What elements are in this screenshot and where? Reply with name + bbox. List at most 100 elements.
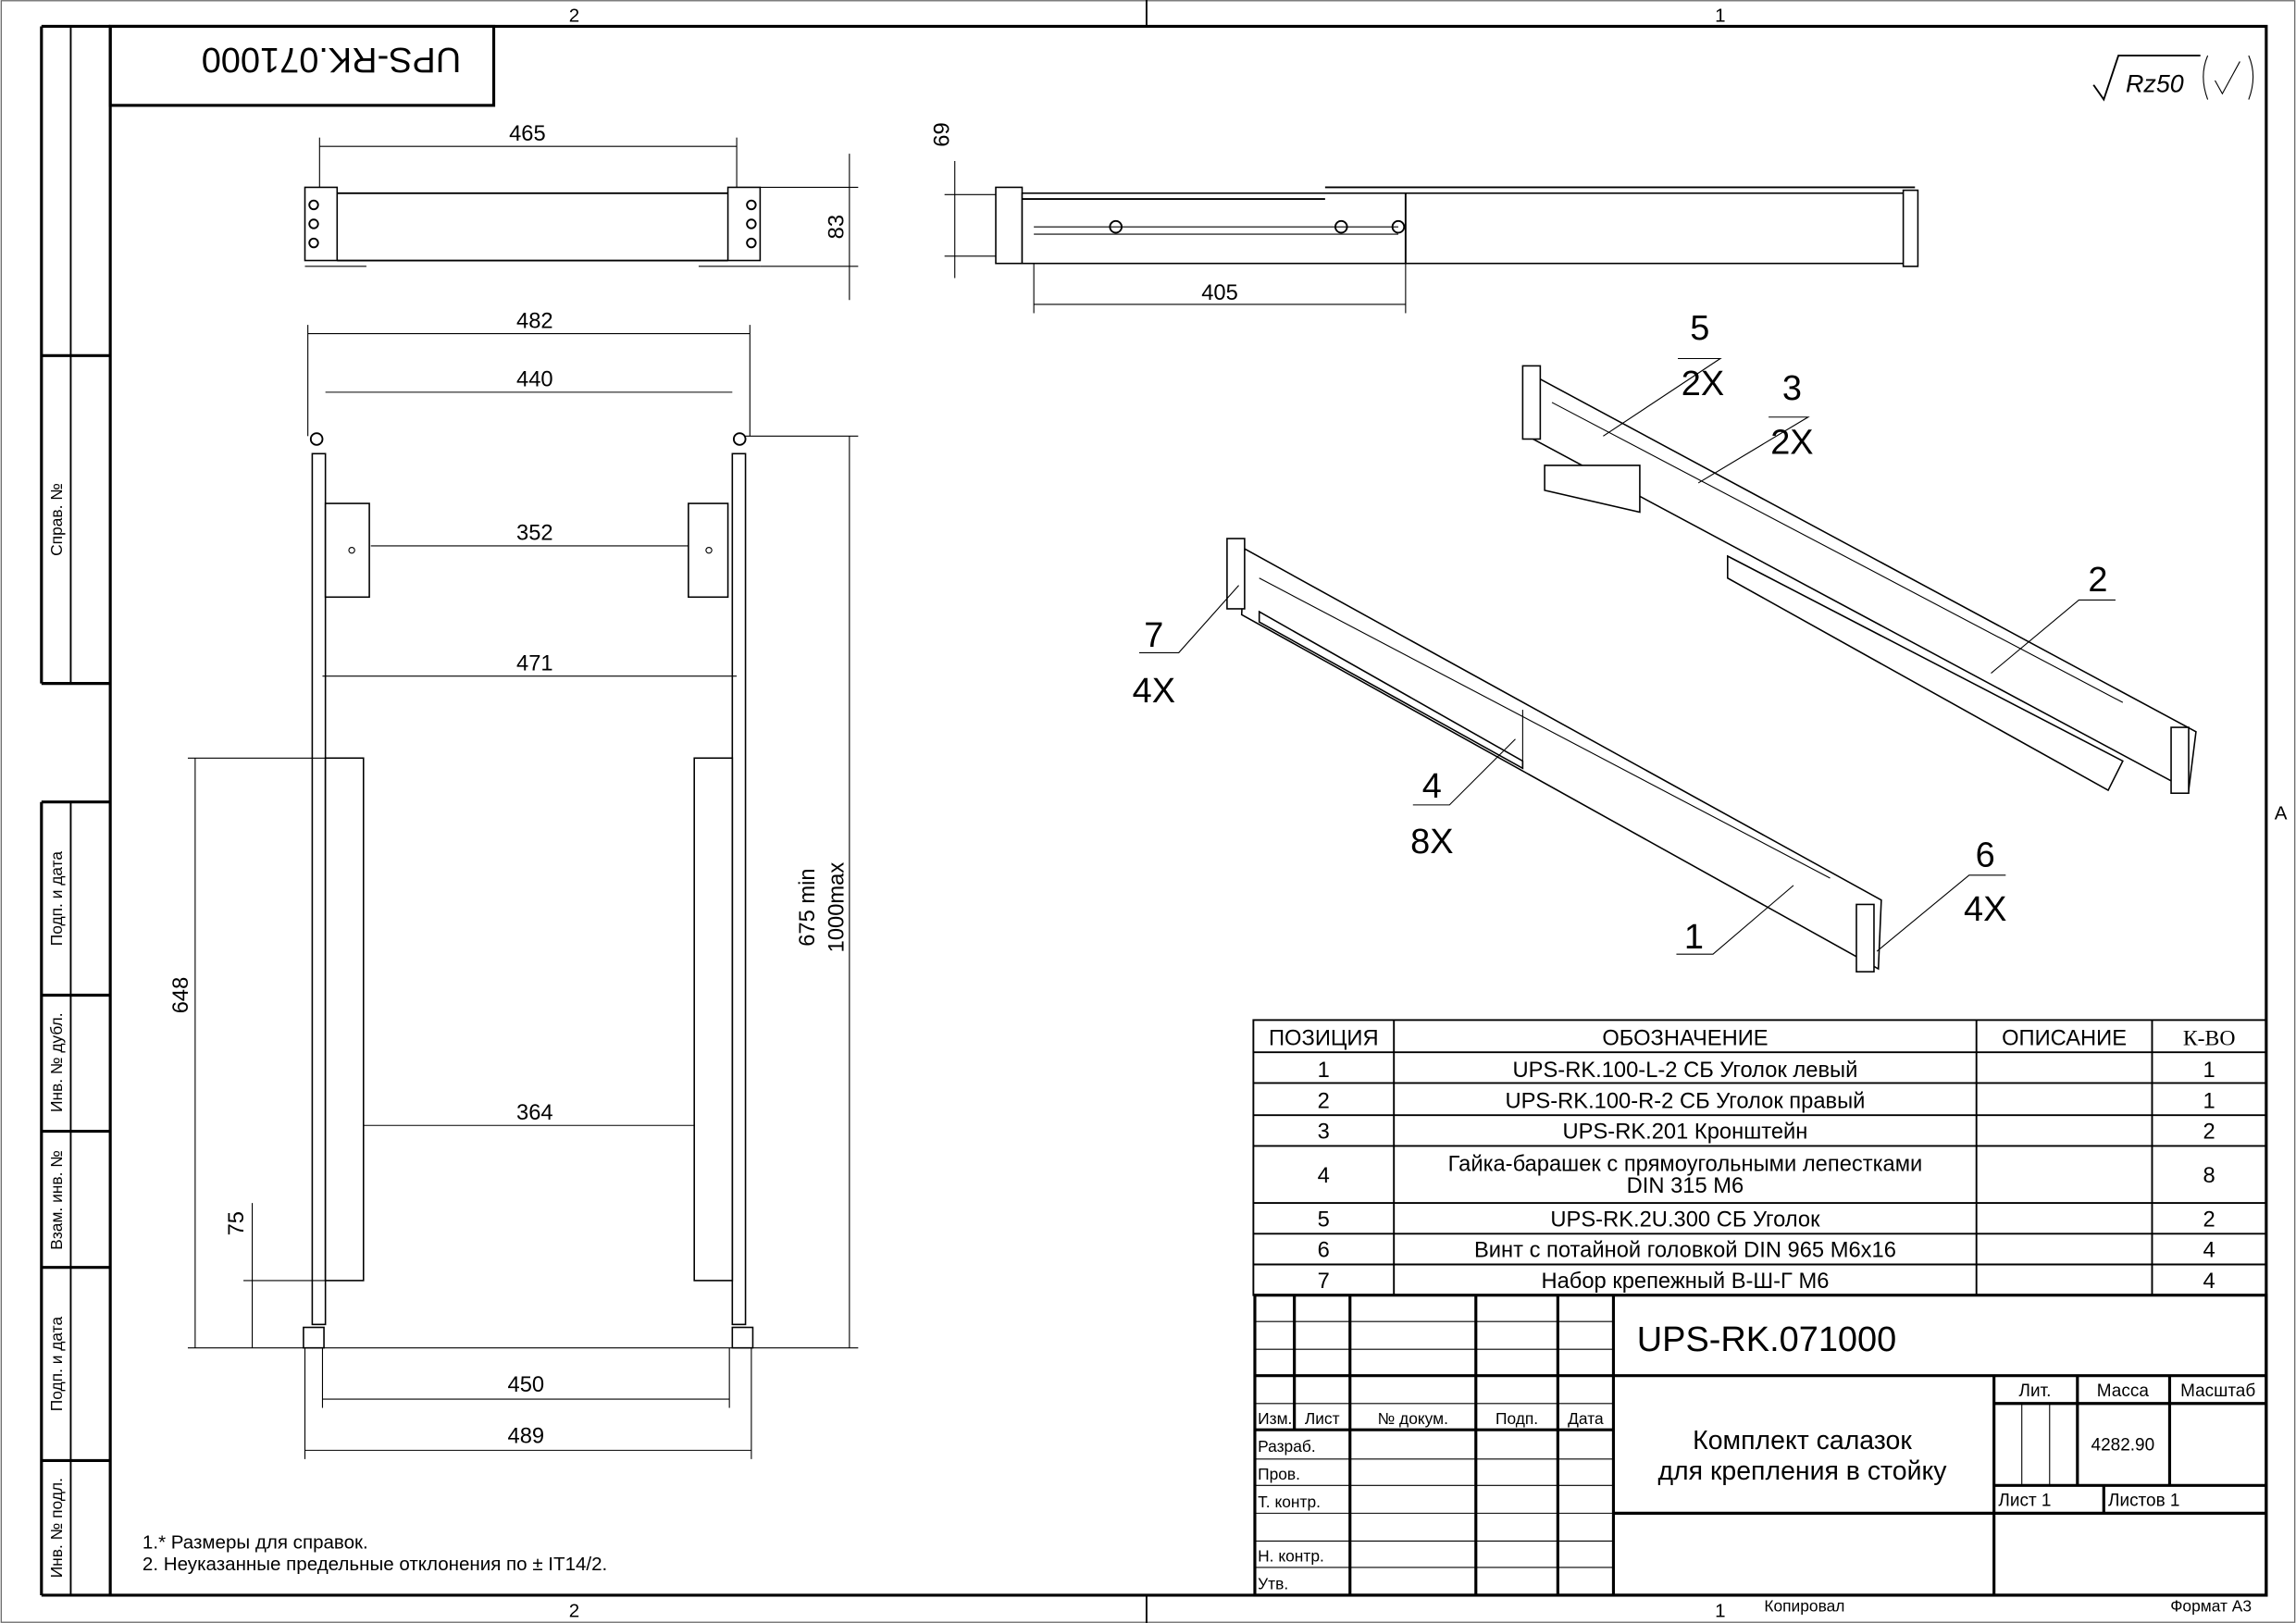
- svg-text:1: 1: [1318, 1059, 1330, 1083]
- svg-text:Изм.: Изм.: [1258, 1409, 1292, 1428]
- svg-text:4: 4: [1422, 767, 1442, 806]
- svg-text:75: 75: [225, 1211, 249, 1235]
- svg-text:UPS-RK.2U.300 СБ Уголок: UPS-RK.2U.300 СБ Уголок: [1550, 1208, 1820, 1232]
- svg-text:2X: 2X: [1682, 365, 1724, 403]
- svg-text:Н. контр.: Н. контр.: [1258, 1547, 1324, 1566]
- svg-text:2X: 2X: [1770, 423, 1813, 462]
- table-row: 3 UPS-RK.201 Кронштейн 2: [1318, 1120, 2215, 1144]
- svg-text:1000max: 1000max: [825, 862, 850, 953]
- zone-bottom-1: 1: [1715, 1601, 1725, 1622]
- svg-text:2: 2: [2203, 1208, 2215, 1232]
- svg-text:Дата: Дата: [1568, 1409, 1604, 1428]
- svg-text:6: 6: [1976, 836, 1995, 874]
- copied-label: Копировал: [1764, 1596, 1844, 1615]
- svg-text:Лит.: Лит.: [2018, 1381, 2051, 1401]
- roughness-symbol: Rz50: [2092, 55, 2254, 102]
- svg-text:352: 352: [516, 522, 553, 546]
- svg-text:3: 3: [1318, 1120, 1330, 1144]
- svg-text:6: 6: [1318, 1239, 1330, 1263]
- svg-text:465: 465: [509, 122, 546, 146]
- svg-text:2: 2: [1318, 1089, 1330, 1113]
- note-1: 1.* Размеры для справок.: [143, 1531, 368, 1553]
- svg-text:8X: 8X: [1410, 823, 1453, 861]
- svg-text:UPS-RK.100-L-2 СБ Уголок левый: UPS-RK.100-L-2 СБ Уголок левый: [1513, 1059, 1858, 1083]
- svg-text:1: 1: [2203, 1089, 2215, 1113]
- svg-text:Масса: Масса: [2097, 1381, 2150, 1401]
- svg-text:Т. контр.: Т. контр.: [1258, 1493, 1321, 1511]
- format-label: Формат А3: [2170, 1596, 2252, 1615]
- svg-text:4: 4: [2203, 1239, 2215, 1263]
- svg-text:648: 648: [169, 977, 193, 1014]
- strip-label: Инв. № подл.: [47, 1478, 66, 1578]
- svg-text:DIN 315 M6: DIN 315 M6: [1627, 1174, 1744, 1198]
- svg-text:Винт с потайной головкой DIN 9: Винт с потайной головкой DIN 965 M6x16: [1474, 1239, 1896, 1263]
- document-code: UPS-RK.071000: [1637, 1320, 1896, 1359]
- svg-text:4: 4: [1318, 1164, 1330, 1188]
- svg-text:ОПИСАНИЕ: ОПИСАНИЕ: [2002, 1026, 2127, 1050]
- table-row: 4 Гайка-барашек с прямоугольными лепестк…: [1318, 1152, 2215, 1198]
- svg-text:405: 405: [1201, 281, 1238, 305]
- document-name: Комплект салазок: [1693, 1426, 1912, 1456]
- front-view: 482 440 352 471 364 450 489 648 75 675 m…: [169, 309, 859, 1459]
- svg-text:Разраб.: Разраб.: [1258, 1437, 1316, 1456]
- inverted-code-box: [108, 24, 496, 107]
- svg-text:Подп.: Подп.: [1496, 1409, 1538, 1428]
- note-2: 2. Неуказанные предельные отклонения по …: [143, 1554, 607, 1575]
- svg-text:7: 7: [1318, 1270, 1330, 1294]
- document-name-2: для крепления в стойку: [1657, 1456, 1947, 1486]
- svg-text:7: 7: [1144, 616, 1163, 655]
- svg-text:UPS-RK.100-R-2 СБ Уголок правы: UPS-RK.100-R-2 СБ Уголок правый: [1505, 1089, 1865, 1113]
- svg-text:Набор крепежный В-Ш-Г М6: Набор крепежный В-Ш-Г М6: [1541, 1270, 1829, 1294]
- svg-text:675 min: 675 min: [796, 868, 820, 946]
- svg-text:Лист: Лист: [1305, 1409, 1340, 1428]
- svg-text:Пров.: Пров.: [1258, 1465, 1300, 1483]
- inverted-code: UPS-RK.071000: [202, 40, 461, 79]
- svg-text:Утв.: Утв.: [1258, 1575, 1288, 1593]
- svg-text:364: 364: [516, 1101, 553, 1125]
- strip-label: Подп. и дата: [47, 851, 66, 947]
- svg-text:4X: 4X: [1133, 672, 1175, 711]
- svg-text:2: 2: [2203, 1120, 2215, 1144]
- svg-text:Листов 1: Листов 1: [2108, 1491, 2179, 1510]
- side-view: 69 405: [930, 122, 1919, 314]
- zone-top-2: 2: [569, 6, 579, 27]
- table-row: 2 UPS-RK.100-R-2 СБ Уголок правый 1: [1318, 1089, 2215, 1113]
- svg-text:UPS-RK.201 Кронштейн: UPS-RK.201 Кронштейн: [1563, 1120, 1808, 1144]
- svg-text:3: 3: [1782, 369, 1802, 408]
- svg-text:Масштаб: Масштаб: [2180, 1381, 2255, 1401]
- svg-text:2: 2: [2088, 561, 2107, 600]
- zone-right-a: A: [2275, 803, 2288, 824]
- svg-text:4: 4: [2203, 1270, 2215, 1294]
- svg-text:8: 8: [2203, 1164, 2215, 1188]
- mass-value: 4282.90: [2091, 1435, 2155, 1455]
- svg-text:5: 5: [1690, 309, 1709, 348]
- svg-text:5: 5: [1318, 1208, 1330, 1232]
- table-row: 7 Набор крепежный В-Ш-Г М6 4: [1318, 1270, 2215, 1294]
- strip-label: Инв. № дубл.: [47, 1012, 66, 1112]
- svg-text:471: 471: [516, 651, 553, 675]
- svg-text:ОБОЗНАЧЕНИЕ: ОБОЗНАЧЕНИЕ: [1602, 1026, 1768, 1050]
- drawing-frame: [108, 24, 2268, 1597]
- svg-text:482: 482: [516, 309, 553, 333]
- table-row: 6 Винт с потайной головкой DIN 965 M6x16…: [1318, 1239, 2215, 1263]
- zone-top-1: 1: [1715, 6, 1725, 27]
- svg-text:ПОЗИЦИЯ: ПОЗИЦИЯ: [1269, 1026, 1379, 1050]
- strip-label: Взам. инв. №: [47, 1150, 66, 1250]
- svg-text:Rz50: Rz50: [2126, 70, 2184, 98]
- svg-text:Гайка-барашек с прямоугольными: Гайка-барашек с прямоугольными лепесткам…: [1448, 1152, 1923, 1176]
- svg-text:69: 69: [930, 122, 954, 146]
- bom-table: ПОЗИЦИЯ ОБОЗНАЧЕНИЕ ОПИСАНИЕ К-ВО 1 UPS-…: [1252, 1019, 2267, 1296]
- svg-text:450: 450: [508, 1373, 545, 1397]
- svg-text:1: 1: [2203, 1059, 2215, 1083]
- svg-text:4X: 4X: [1964, 890, 2006, 929]
- strip-label: Справ. №: [47, 483, 66, 556]
- table-row: 5 UPS-RK.2U.300 СБ Уголок 2: [1318, 1208, 2215, 1232]
- side-strip: Справ. № Подп. и дата Инв. № дубл. Взам.…: [40, 24, 111, 1597]
- svg-text:Лист 1: Лист 1: [1998, 1491, 2051, 1510]
- svg-text:К-ВО: К-ВО: [2183, 1026, 2236, 1050]
- svg-text:440: 440: [516, 368, 553, 392]
- title-block: Изм. Лист № докум. Подп. Дата Разраб. Пр…: [1253, 1294, 2268, 1597]
- svg-text:83: 83: [825, 215, 850, 239]
